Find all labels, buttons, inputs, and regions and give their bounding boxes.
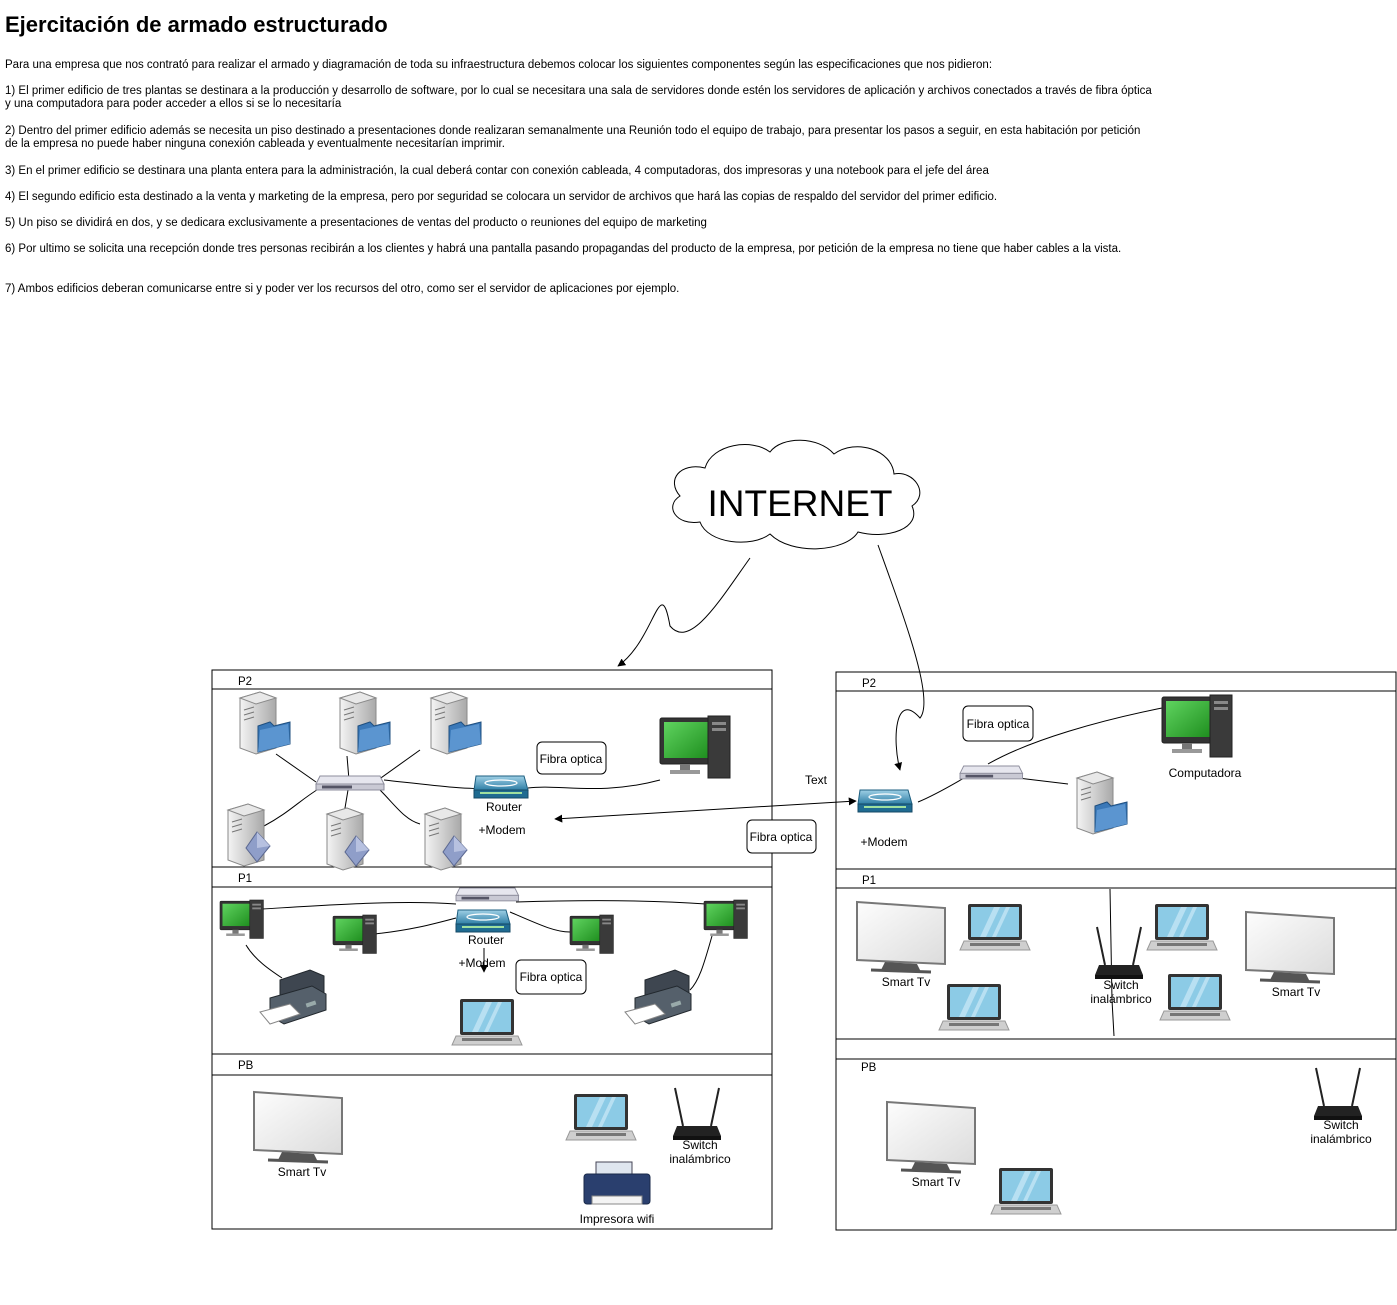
b2-floor-p1-label: P1 [862,875,876,887]
requirement-3: 3) En el primer edificio se destinara un… [5,165,989,177]
b1-p1-computer-icon [703,899,748,939]
b2-p2-cables [917,705,1173,803]
b2-p2-fiber-box [962,705,1034,742]
b1-pb-printer-label: Impresora wifi [580,1212,655,1226]
b2-p2-computer-icon [1161,694,1233,758]
b2-p1-tv-right-label: Smart Tv [1272,985,1320,999]
b1-pb-switch-label-1: Switch [682,1138,717,1152]
b1-p2-router-icon [473,775,529,799]
b2-p1-switch-label-2: inalámbrico [1090,992,1152,1006]
b1-p1-switch-icon [455,887,520,902]
b1-p1-modem-label: +Modem [458,956,505,970]
b2-p1-divider [1109,888,1115,1037]
b1-p2-switch-icon [315,775,385,791]
b1-floor-p2-label: P2 [238,676,252,688]
b1-p1-computer-icon [332,914,377,954]
b2-p2-modem-icon [857,789,913,813]
building-1: P2 P1 PB Fibra optica Router +Modem [211,669,773,1230]
b1-pb-tv-label: Smart Tv [278,1165,326,1179]
b1-p2-modem-label: +Modem [478,823,525,837]
requirement-5: 5) Un piso se dividirá en dos, y se dedi… [5,217,707,229]
b2-p1-laptop-icon [1146,903,1218,951]
b2-pb-tv-label: Smart Tv [912,1175,960,1189]
b1-p1-fiber-box [515,959,587,995]
b2-p2-file-server-icon [1076,771,1128,835]
b1-floor-p1-label: P1 [238,873,252,885]
b1-file-server-icon [339,691,391,755]
b1-p1-router-label: Router [468,933,504,947]
b1-pb-laptop-icon [565,1093,637,1141]
b1-p1-printer-icon [259,969,327,1025]
requirement-1: 1) El primer edificio de tres plantas se… [5,85,1152,110]
b2-p1-laptop-icon [1159,973,1231,1021]
b1-app-server-icon [227,803,271,867]
b1-p1-computer-icon [569,914,614,954]
b1-p2-router-label: Router [486,800,522,814]
b2-floor-pb-label: PB [861,1062,877,1074]
internet-label: INTERNET [708,483,893,524]
b2-p1-wireless-switch-icon [1094,926,1144,980]
b2-p1-switch-label-1: Switch [1103,978,1138,992]
b2-pb-smart-tv-icon [885,1100,977,1174]
link-fiber-box [746,819,817,854]
b1-file-server-icon [430,691,482,755]
internet-link-building1 [617,557,751,667]
b1-app-server-icon [326,807,370,871]
internet-cloud [672,439,921,550]
requirement-7: 7) Ambos edificios deberan comunicarse e… [5,283,680,295]
b1-p1-fiber-label: Fibra optica [520,970,583,984]
b2-pb-laptop-icon [990,1167,1062,1215]
internet-link-building2 [877,544,925,771]
b1-pb-smart-tv-icon [252,1090,344,1164]
link-fiber-label: Fibra optica [750,830,813,844]
requirement-6: 6) Por ultimo se solicita una recepción … [5,243,1122,255]
b1-app-server-icon [424,807,468,871]
building-2: P2 P1 PB Fibra optica Computadora +Modem… [835,671,1397,1231]
b1-pb-wifi-printer-icon [583,1161,651,1205]
b2-p2-fiber-label: Fibra optica [967,717,1030,731]
b1-file-server-icon [239,691,291,755]
b2-p1-tv-left-label: Smart Tv [882,975,930,989]
b2-pb-wireless-switch-icon [1313,1067,1363,1121]
b2-pb-switch-label-2: inalámbrico [1310,1132,1372,1146]
b1-pb-switch-label-2: inalámbrico [669,1152,731,1166]
b1-p2-computer-icon [659,715,731,779]
link-text-label: Text [805,773,828,787]
b2-p1-smart-tv-left-icon [855,900,947,974]
b1-p2-fiber-label: Fibra optica [540,752,603,766]
b1-p2-fiber-box [536,741,607,775]
b2-p1-laptop-icon [938,983,1010,1031]
b2-p1-laptop-icon [959,903,1031,951]
b1-p1-laptop-icon [451,998,523,1046]
b1-floor-pb-label: PB [238,1060,254,1072]
requirement-2: 2) Dentro del primer edificio además se … [5,125,1141,150]
b2-pb-switch-label-1: Switch [1323,1118,1358,1132]
b2-p1-smart-tv-right-icon [1244,910,1336,984]
inter-building-link [554,797,857,823]
page-title: Ejercitación de armado estructurado [5,12,388,37]
intro-text: Para una empresa que nos contrató para r… [5,59,993,71]
b1-pb-wireless-switch-icon [672,1087,722,1141]
b1-p1-computer-icon [219,899,264,939]
b2-floor-p2-label: P2 [862,678,876,690]
b2-p2-switch-icon [959,765,1024,780]
b2-p2-computer-label: Computadora [1169,766,1242,780]
b1-p1-printer-icon [624,969,692,1025]
requirement-4: 4) El segundo edificio esta destinado a … [5,191,998,203]
b1-p1-cables [245,900,713,991]
b1-p1-router-icon [455,909,511,933]
b2-p2-modem-label: +Modem [860,835,907,849]
